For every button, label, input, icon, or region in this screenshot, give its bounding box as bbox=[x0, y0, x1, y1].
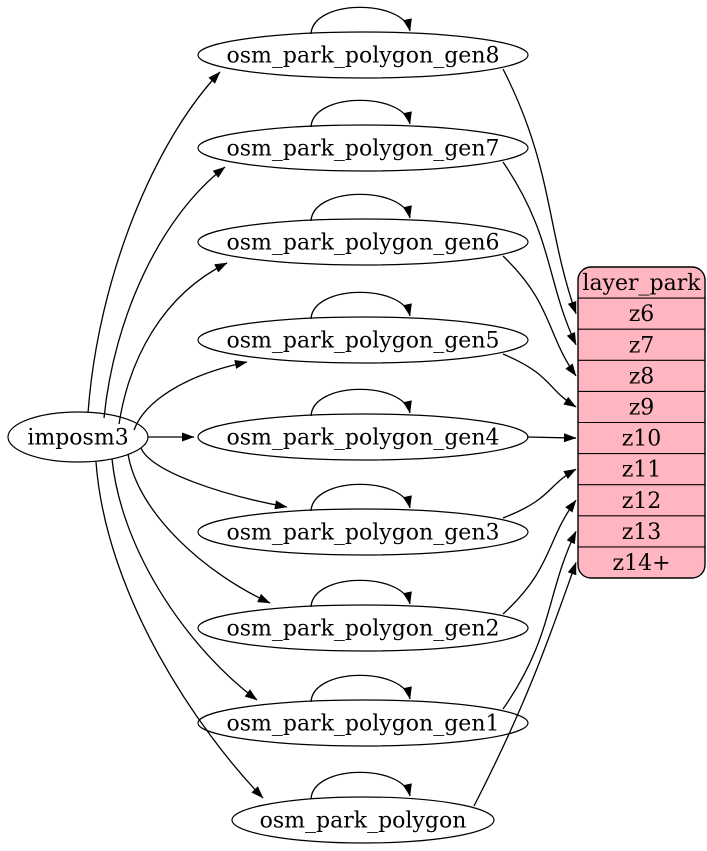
edge-osm_park_polygon_gen7-to-z7 bbox=[502, 161, 577, 346]
node-ellipse bbox=[197, 316, 529, 364]
edge-osm_park_polygon_gen8-to-z6 bbox=[502, 68, 577, 315]
node-label: osm_park_polygon bbox=[260, 809, 467, 834]
edge-imposm3-to-osm_park_polygon_gen7 bbox=[103, 166, 226, 419]
edge-osm_park_polygon-to-z14+ bbox=[473, 561, 577, 807]
table-title: layer_park bbox=[582, 271, 701, 296]
node-osm_park_polygon_gen4: osm_park_polygon_gen4 bbox=[197, 413, 529, 461]
self-loop-osm_park_polygon_gen5 bbox=[310, 291, 412, 320]
table-row-label: z14+ bbox=[612, 551, 670, 576]
table-row-label: z7 bbox=[629, 333, 655, 358]
node-label: osm_park_polygon_gen7 bbox=[226, 137, 499, 162]
self-loop-osm_park_polygon_gen2 bbox=[310, 579, 412, 608]
node-osm_park_polygon_gen7: osm_park_polygon_gen7 bbox=[197, 124, 529, 172]
node-ellipse bbox=[231, 796, 495, 844]
self-loop-osm_park_polygon_gen4 bbox=[310, 388, 412, 417]
node-label: imposm3 bbox=[27, 426, 128, 451]
self-loop-osm_park_polygon_gen8 bbox=[310, 6, 412, 35]
node-ellipse bbox=[197, 124, 529, 172]
node-osm_park_polygon_gen6: osm_park_polygon_gen6 bbox=[197, 218, 529, 266]
node-label: osm_park_polygon_gen3 bbox=[226, 521, 499, 546]
node-imposm3: imposm3 bbox=[7, 411, 149, 463]
node-label: osm_park_polygon_gen4 bbox=[226, 426, 499, 451]
edge-imposm3-to-osm_park_polygon_gen2 bbox=[127, 453, 271, 604]
node-ellipse bbox=[197, 699, 529, 747]
node-osm_park_polygon_gen3: osm_park_polygon_gen3 bbox=[197, 508, 529, 556]
edge-imposm3-to-osm_park_polygon_gen3 bbox=[140, 447, 288, 510]
node-label: osm_park_polygon_gen2 bbox=[226, 617, 499, 642]
table-row-label: z12 bbox=[622, 489, 662, 514]
edge-imposm3-to-osm_park_polygon_gen5 bbox=[133, 360, 248, 431]
self-loop-osm_park_polygon bbox=[310, 771, 412, 800]
node-ellipse bbox=[197, 508, 529, 556]
table-row-label: z10 bbox=[622, 427, 662, 452]
edge-osm_park_polygon_gen1-to-z13 bbox=[502, 530, 577, 710]
node-osm_park_polygon: osm_park_polygon bbox=[231, 796, 495, 844]
edge-osm_park_polygon_gen4-to-z10 bbox=[526, 433, 577, 443]
node-ellipse bbox=[197, 218, 529, 266]
node-osm_park_polygon_gen8: osm_park_polygon_gen8 bbox=[197, 31, 529, 79]
table-layer_park: layer_park z6 z7 z8 z9 z10 z11 z12 z13 z14+ bbox=[577, 266, 706, 579]
edge-osm_park_polygon_gen2-to-z12 bbox=[502, 499, 577, 615]
node-osm_park_polygon_gen5: osm_park_polygon_gen5 bbox=[197, 316, 529, 364]
self-loop-osm_park_polygon_gen7 bbox=[310, 99, 412, 128]
edge-imposm3-to-osm_park_polygon bbox=[95, 461, 264, 799]
edge-osm_park_polygon_gen5-to-z9 bbox=[502, 353, 577, 408]
edge-imposm3-to-osm_park_polygon_gen1 bbox=[111, 458, 258, 701]
node-label: osm_park_polygon_gen1 bbox=[226, 712, 499, 737]
node-osm_park_polygon_gen2: osm_park_polygon_gen2 bbox=[197, 604, 529, 652]
table-row-label: z6 bbox=[629, 302, 655, 327]
table-row-label: z13 bbox=[622, 520, 662, 545]
self-loop-osm_park_polygon_gen6 bbox=[310, 193, 412, 222]
edge-osm_park_polygon_gen6-to-z8 bbox=[502, 255, 577, 377]
edge-imposm3-to-osm_park_polygon_gen8 bbox=[87, 71, 221, 414]
table-row-label: z8 bbox=[629, 364, 655, 389]
node-ellipse bbox=[197, 31, 529, 79]
table-row-label: z9 bbox=[629, 395, 655, 420]
node-osm_park_polygon_gen1: osm_park_polygon_gen1 bbox=[197, 699, 529, 747]
table-row-label: z11 bbox=[622, 458, 662, 483]
node-label: osm_park_polygon_gen5 bbox=[226, 329, 499, 354]
node-label: osm_park_polygon_gen8 bbox=[226, 44, 499, 69]
edge-imposm3-to-osm_park_polygon_gen6 bbox=[118, 262, 228, 425]
edge-osm_park_polygon_gen3-to-z11 bbox=[502, 468, 577, 519]
node-label: osm_park_polygon_gen6 bbox=[226, 231, 499, 256]
self-loop-osm_park_polygon_gen3 bbox=[310, 483, 412, 512]
node-ellipse bbox=[197, 604, 529, 652]
self-loop-osm_park_polygon_gen1 bbox=[310, 674, 412, 703]
